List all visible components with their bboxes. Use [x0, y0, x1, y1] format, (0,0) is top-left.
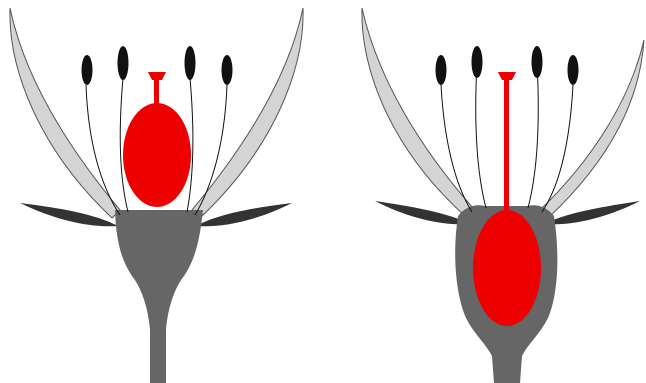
petal-right [540, 40, 644, 218]
ovary [123, 103, 191, 207]
anther [222, 55, 233, 85]
stigma [148, 72, 166, 80]
anther [185, 46, 196, 80]
inferior-ovary-flower [362, 8, 644, 383]
style [154, 76, 159, 106]
anther [82, 55, 93, 85]
anther [118, 46, 129, 80]
receptacle [115, 210, 203, 383]
anther [532, 46, 543, 78]
stigma [498, 72, 516, 80]
anther [568, 55, 579, 85]
ovary [473, 210, 541, 326]
style [504, 76, 509, 226]
superior-ovary-flower [10, 8, 303, 383]
anther [472, 46, 483, 78]
anther [436, 55, 447, 85]
pistil [473, 72, 541, 326]
pistil [123, 72, 191, 207]
petal-left [10, 8, 120, 218]
petal-left [362, 8, 473, 216]
